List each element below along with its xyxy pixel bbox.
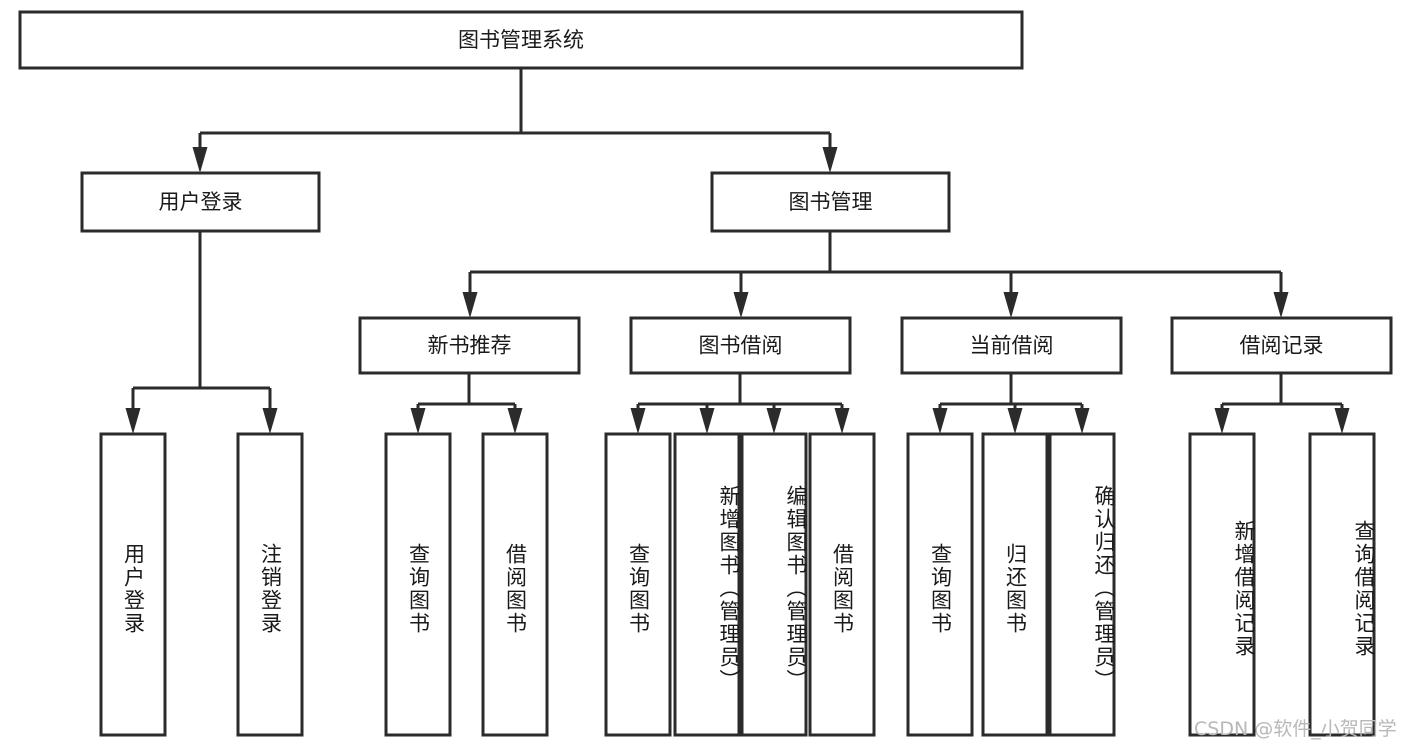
leaf-node[interactable]: [236, 432, 304, 737]
arrow-head-icon: [1007, 408, 1023, 434]
leaf-node[interactable]: [981, 432, 1049, 737]
level1-label: 图书管理: [789, 190, 873, 214]
level1-label: 用户登录: [159, 190, 243, 214]
leaf-node[interactable]: [481, 432, 549, 737]
leaf-node[interactable]: [99, 432, 167, 737]
leaf-node[interactable]: [1308, 432, 1376, 737]
level2-label: 图书借阅: [699, 334, 783, 358]
leaf-box[interactable]: [673, 432, 741, 737]
level2-node[interactable]: 借阅记录: [1170, 316, 1393, 375]
leaf-box[interactable]: [1048, 432, 1116, 737]
leaf-box[interactable]: [981, 432, 1049, 737]
arrow-head-icon: [699, 408, 715, 434]
leaf-node[interactable]: [906, 432, 974, 737]
leaf-box[interactable]: [481, 432, 549, 737]
level1-node[interactable]: 用户登录: [80, 171, 321, 233]
arrow-head-icon: [766, 408, 782, 434]
level1-box[interactable]: [710, 171, 951, 233]
level2-label: 当前借阅: [970, 334, 1054, 358]
leaf-box[interactable]: [740, 432, 808, 737]
arrow-head-icon: [1214, 408, 1230, 434]
level2-box[interactable]: [1170, 316, 1393, 375]
leaf-node[interactable]: [1188, 432, 1256, 737]
connector-current-to-leaves: [932, 373, 1090, 434]
root-label: 图书管理系统: [458, 28, 584, 52]
level1-box[interactable]: [80, 171, 321, 233]
leaf-box[interactable]: [236, 432, 304, 737]
level1-node[interactable]: 图书管理: [710, 171, 951, 233]
leaf-node[interactable]: [808, 432, 876, 737]
arrow-head-icon: [262, 408, 278, 434]
leaf-box[interactable]: [906, 432, 974, 737]
connector-borrow-to-leaves: [630, 373, 850, 434]
leaf-box[interactable]: [808, 432, 876, 737]
arrow-head-icon: [822, 147, 838, 173]
leaf-node[interactable]: [384, 432, 452, 737]
leaf-node[interactable]: [1048, 432, 1116, 737]
root-box[interactable]: [18, 10, 1024, 70]
level2-box[interactable]: [900, 316, 1123, 375]
level2-node[interactable]: 当前借阅: [900, 316, 1123, 375]
connector-record-to-leaves: [1214, 373, 1350, 434]
connector-newbook-to-leaves: [410, 373, 523, 434]
leaf-box[interactable]: [1188, 432, 1256, 737]
leaf-box[interactable]: [1308, 432, 1376, 737]
level2-box[interactable]: [358, 316, 581, 375]
arrow-head-icon: [125, 408, 141, 434]
leaf-node[interactable]: [673, 432, 741, 737]
level2-node[interactable]: 图书借阅: [629, 316, 852, 375]
arrow-head-icon: [410, 408, 426, 434]
connector-userlogin-to-leaves: [125, 231, 278, 434]
arrow-head-icon: [1003, 292, 1019, 318]
arrow-head-icon: [192, 147, 208, 173]
leaf-node[interactable]: [604, 432, 672, 737]
arrow-head-icon: [733, 292, 749, 318]
arrow-head-icon: [1273, 292, 1289, 318]
arrow-head-icon: [462, 292, 478, 318]
connector-bookmgmt-to-level2: [462, 231, 1289, 318]
leaf-box[interactable]: [604, 432, 672, 737]
csdn-watermark: CSDN @软件_小贺同学: [1194, 718, 1397, 740]
level2-label: 新书推荐: [428, 334, 512, 358]
level2-box[interactable]: [629, 316, 852, 375]
leaf-node[interactable]: [740, 432, 808, 737]
arrow-head-icon: [630, 408, 646, 434]
level2-label: 借阅记录: [1240, 334, 1324, 358]
arrow-head-icon: [834, 408, 850, 434]
leaf-box[interactable]: [384, 432, 452, 737]
arrow-head-icon: [507, 408, 523, 434]
level2-node[interactable]: 新书推荐: [358, 316, 581, 375]
leaf-box[interactable]: [99, 432, 167, 737]
root-node[interactable]: 图书管理系统: [18, 10, 1024, 70]
connector-layer: [125, 68, 1350, 434]
arrow-head-icon: [932, 408, 948, 434]
arrow-head-icon: [1334, 408, 1350, 434]
arrow-head-icon: [1074, 408, 1090, 434]
connector-root-to-level1: [192, 68, 838, 173]
